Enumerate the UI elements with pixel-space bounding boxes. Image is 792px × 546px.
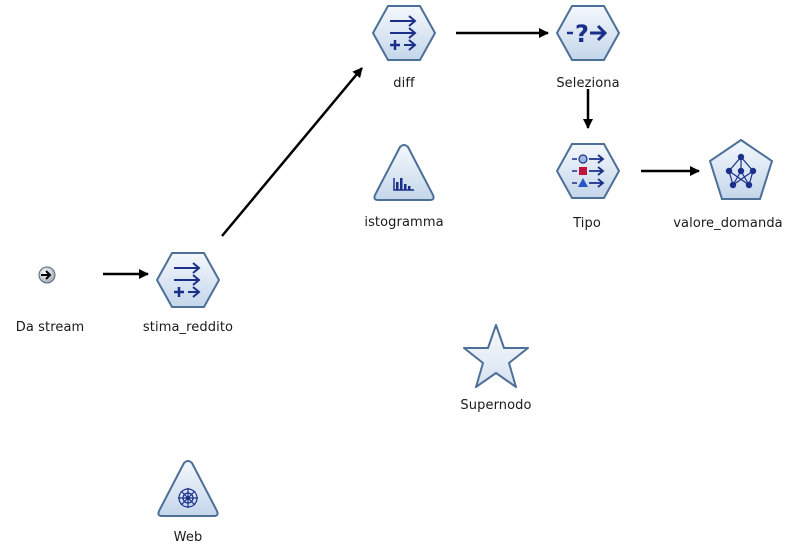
network-model-icon (708, 138, 774, 200)
node-label-diff: diff (393, 76, 415, 91)
node-supernodo[interactable] (462, 323, 530, 389)
node-label-valore-domanda: valore_domanda (673, 216, 783, 231)
node-label-supernodo: Supernodo (460, 398, 532, 413)
derive-icon (371, 5, 437, 61)
node-label-istogramma: istogramma (364, 215, 444, 230)
node-label-web: Web (173, 530, 203, 545)
svg-text:?: ? (575, 20, 589, 48)
star-icon (463, 324, 529, 388)
node-stima-reddito[interactable] (155, 252, 221, 308)
select-icon: ? (555, 5, 621, 61)
node-web[interactable] (156, 460, 220, 518)
node-label-da-stream: Da stream (15, 320, 85, 335)
node-tipo[interactable] (555, 143, 621, 199)
node-istogramma[interactable] (372, 144, 436, 202)
node-label-seleziona: Seleziona (556, 76, 620, 91)
derive-icon (155, 252, 221, 308)
node-label-stima-reddito: stima_reddito (142, 320, 234, 335)
type-icon (555, 143, 621, 199)
arrow-input-icon (38, 266, 56, 284)
histogram-icon (373, 144, 435, 201)
node-valore-domanda[interactable] (708, 138, 774, 201)
node-label-tipo: Tipo (573, 216, 601, 231)
node-diff[interactable] (371, 5, 437, 61)
node-da-stream[interactable] (37, 265, 57, 285)
node-seleziona[interactable]: ? (555, 5, 621, 61)
web-graph-icon (157, 460, 219, 517)
link-stima-reddito-to-diff[interactable] (221, 67, 363, 237)
